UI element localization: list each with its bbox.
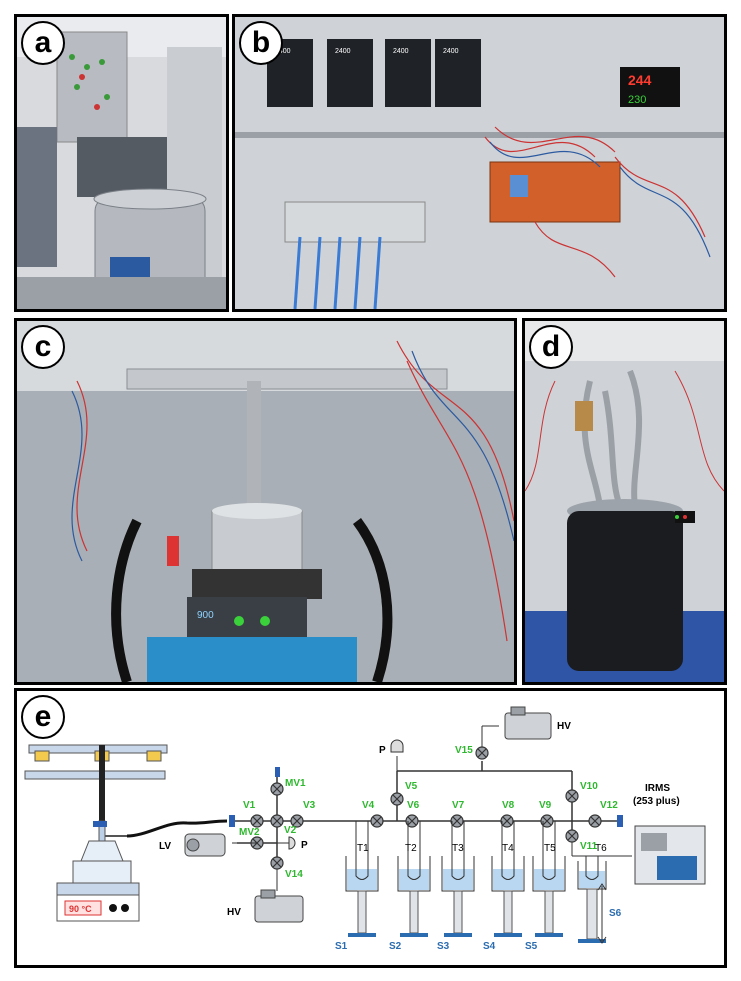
svg-text:2400: 2400	[393, 48, 409, 55]
trap-dewar-5	[532, 821, 566, 937]
hotplate-screen: 900	[197, 610, 214, 621]
label-V1: V1	[243, 800, 256, 811]
valve-V12[interactable]	[588, 814, 602, 828]
svg-text:2400: 2400	[335, 48, 351, 55]
label-V4: V4	[362, 800, 375, 811]
panel-label-d: d	[529, 325, 573, 369]
hv-pump-bottom: HV	[227, 889, 304, 923]
label-V15: V15	[455, 745, 473, 756]
label-T5: T5	[544, 843, 556, 854]
valve-V6[interactable]	[405, 814, 419, 828]
label-T4: T4	[502, 843, 514, 854]
label-T2: T2	[405, 843, 417, 854]
valve-V1[interactable]	[250, 814, 264, 828]
label-S4: S4	[483, 941, 496, 952]
label-MV1: MV1	[285, 778, 306, 789]
valve-V2[interactable]	[270, 814, 284, 828]
lv-pump: LV	[159, 833, 226, 857]
hv-pump-top: HV	[504, 706, 571, 740]
photo-panel-b: b 2400 2400 2400 2400 244 230	[232, 14, 727, 312]
valve-V3[interactable]	[290, 814, 304, 828]
trap-dewar-2	[397, 821, 431, 937]
valve-V4[interactable]	[370, 814, 384, 828]
label-T1: T1	[357, 843, 369, 854]
label-V8: V8	[502, 800, 515, 811]
label-S2: S2	[389, 941, 402, 952]
label-T6: T6	[595, 843, 607, 854]
svg-text:HV: HV	[557, 721, 571, 732]
valve-MV1[interactable]	[270, 782, 284, 796]
lab-photo-hotplate-setup: 900	[17, 321, 514, 682]
label-V12: V12	[600, 800, 618, 811]
label-V5: V5	[405, 781, 418, 792]
temp-display-1: 244	[628, 72, 652, 88]
trap-dewar-6	[572, 855, 607, 943]
pressure-gauge-top: P	[379, 739, 404, 771]
label-V9: V9	[539, 800, 552, 811]
panel-label-a: a	[21, 21, 65, 65]
temp-display-2: 230	[628, 94, 646, 106]
valve-V9[interactable]	[540, 814, 554, 828]
trap-dewar-3	[441, 821, 475, 937]
valve-V5[interactable]	[390, 792, 404, 806]
label-T3: T3	[452, 843, 464, 854]
svg-text:P: P	[379, 745, 386, 756]
label-V6: V6	[407, 800, 420, 811]
photo-panel-c: c 900	[14, 318, 517, 685]
valve-V7[interactable]	[450, 814, 464, 828]
vacuum-line-schematic: 90 °C	[24, 706, 706, 952]
hotplate-temperature: 90 °C	[69, 904, 92, 914]
trap-dewar-1	[345, 821, 379, 937]
label-V14: V14	[285, 869, 303, 880]
panel-label-e: e	[21, 695, 65, 739]
label-S3: S3	[437, 941, 450, 952]
svg-text:HV: HV	[227, 907, 241, 918]
svg-text:2400: 2400	[275, 48, 291, 55]
svg-text:IRMS: IRMS	[645, 783, 670, 794]
label-S6: S6	[609, 908, 622, 919]
lab-photo-controller-rack: 2400 2400 2400 2400 244 230	[235, 17, 724, 309]
valve-V10[interactable]	[565, 789, 579, 803]
trap-dewar-4	[491, 821, 525, 937]
valve-V14[interactable]	[270, 856, 284, 870]
pressure-gauge-mid: P	[277, 836, 308, 851]
label-MV2: MV2	[239, 827, 260, 838]
label-V10: V10	[580, 781, 598, 792]
svg-text:(253 plus): (253 plus)	[633, 796, 680, 807]
panel-label-b: b	[239, 21, 283, 65]
lab-photo-cold-trap	[525, 321, 724, 682]
svg-text:P: P	[301, 840, 308, 851]
svg-text:LV: LV	[159, 841, 171, 852]
label-V7: V7	[452, 800, 465, 811]
label-S1: S1	[335, 941, 348, 952]
photo-panel-a: a	[14, 14, 229, 312]
irms-instrument: IRMS (253 plus)	[633, 783, 706, 885]
lab-photo-dewar	[17, 17, 226, 309]
valve-V15[interactable]	[475, 746, 489, 760]
panel-label-c: c	[21, 325, 65, 369]
schematic-panel-e: e 90 °C	[14, 688, 727, 968]
valve-V8[interactable]	[500, 814, 514, 828]
label-V3: V3	[303, 800, 316, 811]
label-S5: S5	[525, 941, 538, 952]
svg-text:2400: 2400	[443, 48, 459, 55]
photo-panel-d: d	[522, 318, 727, 685]
label-V2: V2	[284, 825, 297, 836]
valve-V11[interactable]	[565, 829, 579, 843]
label-V11: V11	[580, 841, 598, 852]
